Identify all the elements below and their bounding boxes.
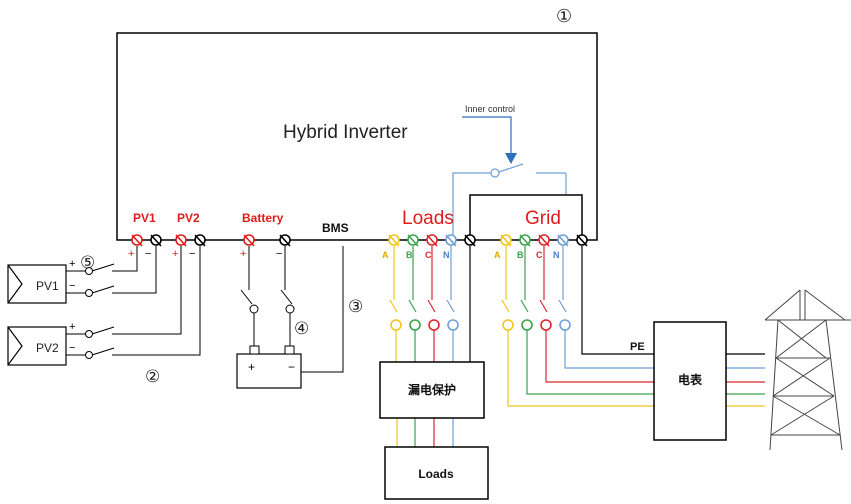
marker-4: ④ — [294, 319, 309, 338]
pv1-switch-minus — [85, 289, 93, 297]
pe-label: PE — [630, 341, 645, 353]
grid-terminals — [500, 234, 588, 247]
meter-label: 电表 — [678, 372, 703, 387]
pv1-panel-plus: + — [69, 258, 75, 270]
loads-breaker-n — [447, 319, 459, 331]
grid-breaker-a — [502, 319, 514, 331]
battery-icon — [236, 345, 302, 389]
loads-box — [384, 446, 489, 500]
pv1-plus-sign: + — [128, 248, 134, 260]
bms-port-label: BMS — [322, 221, 349, 235]
marker-1: ① — [556, 6, 572, 26]
pv2-minus-sign: − — [189, 248, 195, 260]
pv2-switch-minus — [85, 351, 93, 359]
loads-breaker-b — [409, 319, 421, 331]
loads-phase-n: N — [443, 250, 450, 260]
pv2-panel-plus: + — [69, 321, 75, 333]
loads-terminals — [388, 234, 476, 247]
battery-minus-sign: − — [276, 248, 282, 260]
pv2-port-label: PV2 — [177, 211, 200, 225]
loads-phase-b: B — [406, 250, 413, 260]
inner-control-contact — [490, 168, 500, 178]
battery-switch-minus — [285, 304, 295, 314]
pv1-panel-label: PV1 — [36, 279, 59, 293]
pv2-wiring — [66, 246, 201, 356]
inverter-title: Hybrid Inverter — [283, 122, 408, 143]
grid-phase-b: B — [517, 250, 524, 260]
inner-control-arrow — [505, 153, 517, 164]
battery-minus: − — [288, 360, 295, 374]
battery-switch-plus — [249, 304, 259, 314]
marker-2: ② — [145, 367, 160, 386]
battery-port-label: Battery — [242, 211, 284, 225]
grid-breaker-c — [540, 319, 552, 331]
battery-wiring — [240, 246, 293, 346]
battery-terminals — [243, 234, 291, 247]
bms-cable — [301, 246, 344, 373]
grid-phase-a: A — [494, 250, 501, 260]
loads-breaker-c — [428, 319, 440, 331]
inner-control-label: Inner control — [465, 104, 515, 114]
pv2-terminals — [175, 234, 206, 247]
inner-control-line — [462, 116, 512, 153]
grid-phase-c: C — [536, 250, 543, 260]
pv1-minus-sign: − — [145, 248, 151, 260]
marker-5: ⑤ — [80, 253, 95, 272]
grid-wiring — [501, 246, 765, 407]
leakage-protection-label: 漏电保护 — [408, 382, 456, 397]
neutral-link — [469, 194, 583, 237]
grid-phase-n: N — [553, 250, 560, 260]
pv1-switch-plus — [85, 267, 93, 275]
grid-breaker-b — [521, 319, 533, 331]
pv1-port-label: PV1 — [133, 211, 156, 225]
meter-box — [653, 321, 727, 441]
pv2-switch-plus — [85, 330, 93, 338]
loads-breaker-a — [390, 319, 402, 331]
grid-port-label: Grid — [525, 208, 561, 229]
loads-port-label: Loads — [402, 208, 454, 229]
loads-wiring — [389, 246, 471, 447]
marker-3: ③ — [348, 297, 363, 316]
pv1-panel-minus: − — [69, 280, 75, 292]
loads-phase-c: C — [425, 250, 432, 260]
grid-breaker-n — [559, 319, 571, 331]
pv1-terminals — [131, 234, 162, 247]
pv2-panel-minus: − — [69, 342, 75, 354]
battery-plus: + — [248, 360, 255, 374]
loads-phase-a: A — [382, 250, 389, 260]
pv2-panel-label: PV2 — [36, 341, 59, 355]
leakage-protection-box — [379, 361, 485, 419]
loads-box-label: Loads — [418, 467, 454, 481]
pv1-panel — [7, 264, 67, 304]
pv2-plus-sign: + — [172, 248, 178, 260]
battery-plus-sign: + — [240, 248, 246, 260]
pv1-wiring — [66, 246, 157, 294]
hybrid-inverter-box — [116, 32, 598, 241]
transmission-tower-icon — [764, 289, 851, 451]
pv2-panel — [7, 326, 67, 366]
